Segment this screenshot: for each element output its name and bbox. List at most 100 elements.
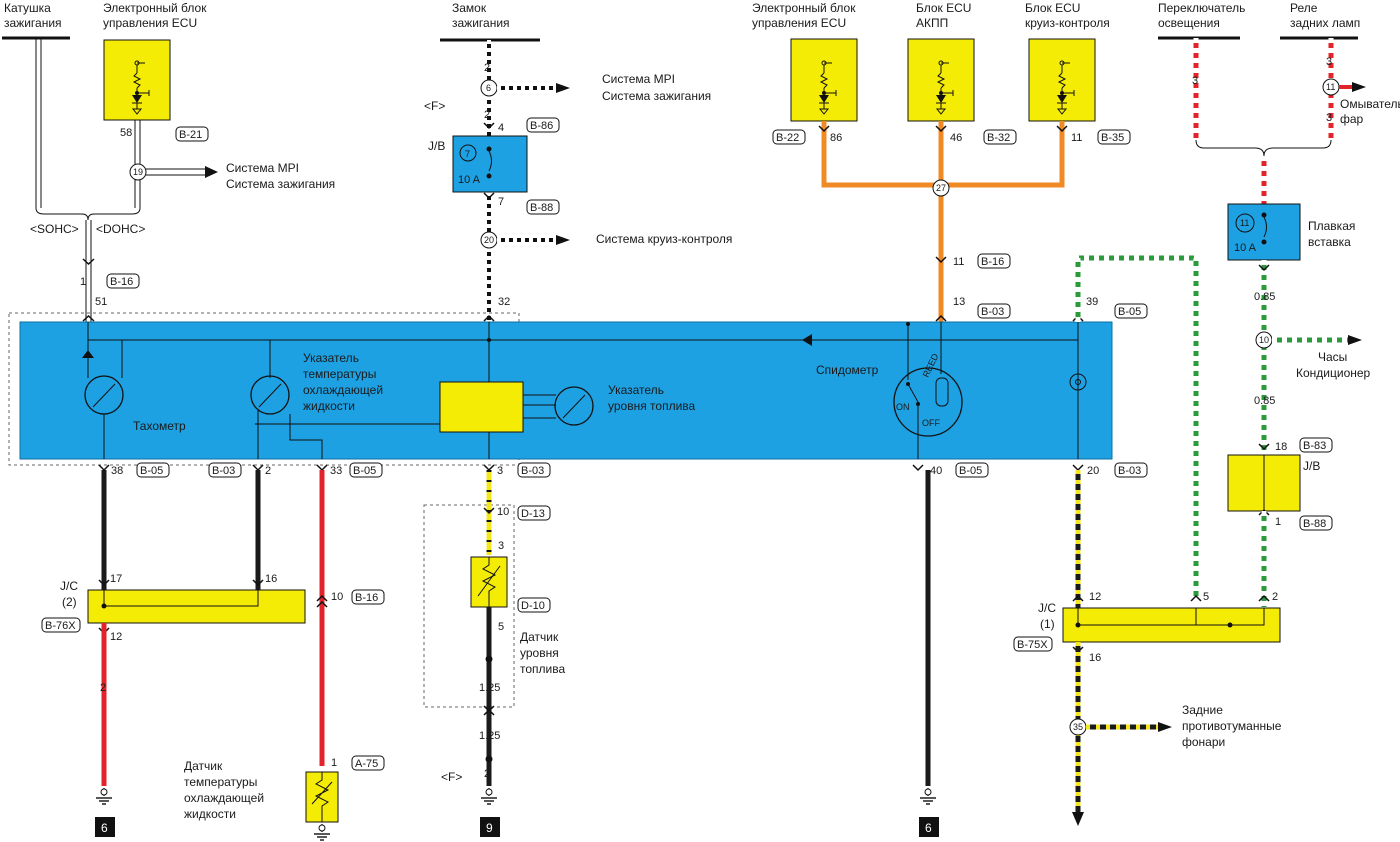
wire-size-2b: 2 xyxy=(484,109,490,121)
wire-size-2: 2 xyxy=(100,682,106,694)
fuse-7-num: 7 xyxy=(465,149,470,159)
conn-b83: B-83 xyxy=(1303,440,1326,452)
pin-46: 46 xyxy=(950,132,962,144)
variant-dohc: <DOHC> xyxy=(96,222,145,236)
label-speedometer: Спидометр xyxy=(816,363,879,377)
pin-1a: 1 xyxy=(80,276,86,288)
jb-label-left: J/B xyxy=(428,139,445,153)
label-tachometer: Тахометр xyxy=(133,419,186,433)
conn-b76x: B-76X xyxy=(45,620,76,632)
pin-40: 40 xyxy=(930,465,942,477)
conn-b03a: B-03 xyxy=(981,306,1004,318)
arrow-fog-1: Задние xyxy=(1182,703,1223,717)
pin-11b: 11 xyxy=(953,256,964,268)
pin-11a: 11 xyxy=(1071,132,1082,144)
conn-b05c: B-05 xyxy=(353,465,376,477)
arrow-fog-2: противотуманные xyxy=(1182,719,1282,733)
fuse-11-rating: 10 A xyxy=(1234,242,1257,254)
wire-size-2a: 2 xyxy=(484,62,490,74)
pin-86: 86 xyxy=(830,132,842,144)
conn-b03c: B-03 xyxy=(521,465,544,477)
ground-6-right-label: 6 xyxy=(925,821,932,835)
arrow-clock-1: Часы xyxy=(1318,350,1347,364)
arrow-clock-2: Кондиционер xyxy=(1296,366,1371,380)
arrow-mpi-center-1: Система MPI xyxy=(602,72,675,86)
pin-5a: 5 xyxy=(498,621,504,633)
conn-b03b: B-03 xyxy=(212,465,235,477)
speedometer-gauge xyxy=(893,367,963,437)
junction-27 xyxy=(932,179,950,197)
header-at-ecu-2: АКПП xyxy=(916,16,948,30)
reed-on: ON xyxy=(896,402,910,412)
header-ecu-left-1: Электронный блок xyxy=(103,1,207,15)
arrow-mpi-left-2: Система зажигания xyxy=(226,177,335,191)
conn-b22: B-22 xyxy=(776,132,799,144)
junction-27-label: 27 xyxy=(936,183,946,193)
wire-size-085b: 0.85 xyxy=(1254,395,1275,407)
pin-3b: 3 xyxy=(498,540,504,552)
wire-size-3a: 3 xyxy=(1192,75,1198,87)
jc2-label-2: (2) xyxy=(62,595,77,609)
temp-sensor-1: Датчик xyxy=(184,759,223,773)
reed-off: OFF xyxy=(922,418,940,428)
conn-b16c: B-16 xyxy=(355,592,378,604)
header-ecu-right-1: Электронный блок xyxy=(752,1,856,15)
fuel-sensor-3: топлива xyxy=(520,662,565,676)
conn-b86: B-86 xyxy=(530,120,553,132)
jc2-label-1: J/C xyxy=(60,579,78,593)
wire-size-125b: 1.25 xyxy=(479,730,500,742)
conn-d10: D-10 xyxy=(521,600,545,612)
pin-12b: 12 xyxy=(1089,591,1101,603)
pin-51: 51 xyxy=(95,296,107,308)
variant-f-bottom: <F> xyxy=(441,770,462,784)
wire-size-125a: 1.25 xyxy=(479,682,500,694)
conn-b05a: B-05 xyxy=(1118,306,1141,318)
pin-1c: 1 xyxy=(331,757,337,769)
jc1-label-2: (1) xyxy=(1040,617,1055,631)
fuel-gauge-module xyxy=(439,381,524,433)
variant-bracket xyxy=(35,207,141,221)
header-at-ecu-1: Блок ECU xyxy=(916,1,971,15)
junction-35-label: 35 xyxy=(1073,722,1083,732)
ground-6-right xyxy=(919,817,939,837)
fuel-sensor-2: уровня xyxy=(520,646,559,660)
pin-32: 32 xyxy=(498,296,510,308)
fuse-11-num: 11 xyxy=(1240,218,1249,228)
label-fuel-1: Указатель xyxy=(608,383,664,397)
header-light-switch-2: освещения xyxy=(1158,16,1220,30)
variant-sohc: <SOHC> xyxy=(30,222,79,236)
pin-12a: 12 xyxy=(110,631,122,643)
fuel-sensor-1: Датчик xyxy=(520,630,559,644)
pin-2d: 2 xyxy=(1272,591,1278,603)
header-ignition-coil-2: зажигания xyxy=(4,16,62,30)
pin-33: 33 xyxy=(330,465,342,477)
pin-58: 58 xyxy=(120,127,132,139)
conn-b88b: B-88 xyxy=(1303,518,1326,530)
jc1-label-1: J/C xyxy=(1038,601,1056,615)
ground-6-left-label: 6 xyxy=(101,821,108,835)
pin-16a: 16 xyxy=(265,573,277,585)
conn-b16b: B-16 xyxy=(981,256,1004,268)
temp-sensor-2: температуры xyxy=(184,775,257,789)
temp-gauge xyxy=(250,375,290,415)
fuel-gauge xyxy=(554,386,594,426)
pin-10b: 10 xyxy=(331,591,343,603)
junction-19 xyxy=(129,163,147,181)
pin-39: 39 xyxy=(1086,296,1098,308)
junction-10-label: 10 xyxy=(1259,335,1269,345)
conn-b35: B-35 xyxy=(1101,132,1124,144)
wire-size-085a: 0.85 xyxy=(1254,291,1275,303)
header-cruise-ecu-2: круиз-контроля xyxy=(1025,16,1110,30)
arrow-cruise: Система круиз-контроля xyxy=(596,232,732,246)
variant-f-top: <F> xyxy=(424,99,445,113)
junction-11-label: 11 xyxy=(1326,82,1335,92)
label-temp-1: Указатель xyxy=(303,351,359,365)
conn-b88a: B-88 xyxy=(530,202,553,214)
pin-20: 20 xyxy=(1087,465,1099,477)
header-ecu-right-2: управления ECU xyxy=(752,16,846,30)
arrow-mpi-left-1: Система MPI xyxy=(226,161,299,175)
conn-b32: B-32 xyxy=(987,132,1010,144)
conn-b03d: B-03 xyxy=(1118,465,1141,477)
wire-size-3c: 3 xyxy=(1326,112,1332,124)
conn-b16a: B-16 xyxy=(110,276,133,288)
